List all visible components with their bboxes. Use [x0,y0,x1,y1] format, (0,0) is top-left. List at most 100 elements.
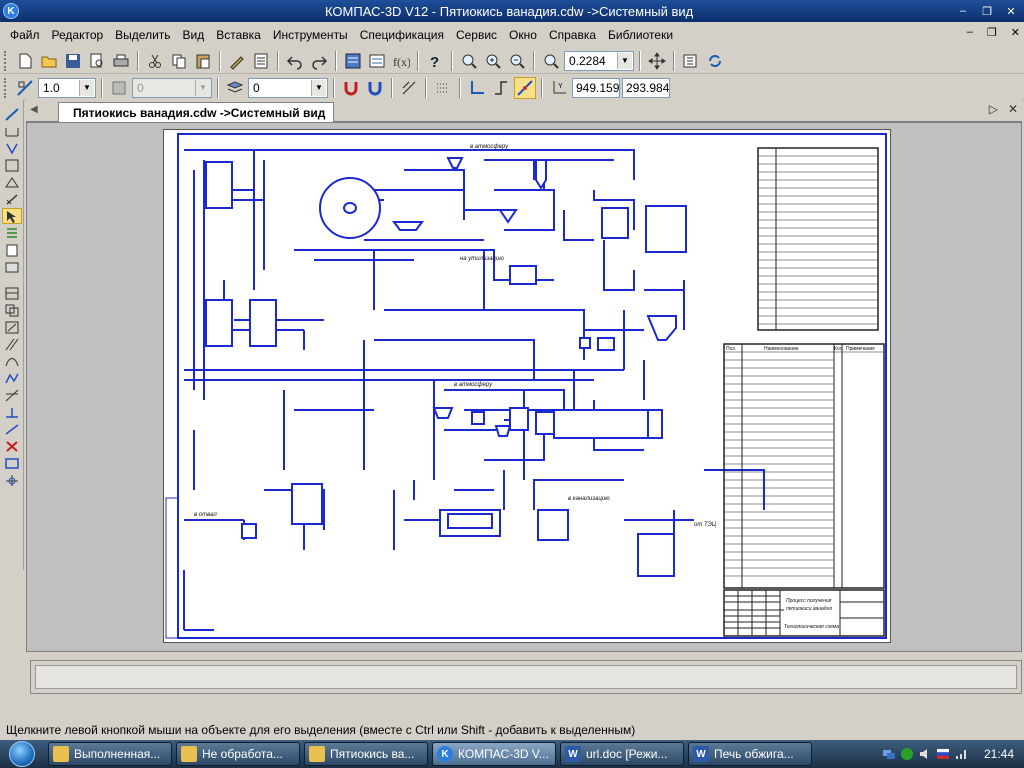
variables-icon[interactable] [366,50,388,72]
taskbar-item-folder-3[interactable]: Пятиокись ва... [304,742,428,766]
menu-insert[interactable]: Вставка [216,28,261,42]
menu-specification[interactable]: Спецификация [359,28,444,42]
view-icon[interactable] [2,285,22,301]
symbols-icon[interactable] [2,140,22,156]
edit-icon[interactable] [2,157,22,173]
toolbar-grip[interactable] [4,77,8,98]
ortho-icon[interactable] [398,77,420,99]
close-button[interactable]: ✕ [1006,5,1016,18]
new-document-button[interactable] [14,50,36,72]
update-icon[interactable] [900,747,914,761]
zoom-combo[interactable]: 0.2284▼ [564,50,634,71]
doc-restore-icon[interactable]: ❐ [986,27,997,39]
curve-icon[interactable] [2,353,22,369]
print-button[interactable] [110,50,132,72]
delete-icon[interactable] [2,438,22,454]
drawing-canvas[interactable]: в атмосферу на утилизацию в атмосферу в … [26,122,1022,652]
paste-icon[interactable] [192,50,214,72]
signal-icon[interactable] [954,747,968,761]
refresh-icon[interactable] [680,50,702,72]
minimize-button[interactable]: – [959,5,967,17]
taskbar-item-folder-2[interactable]: Не обработа... [176,742,300,766]
select-icon[interactable] [1,208,22,224]
extend-icon[interactable] [2,404,22,420]
tab-document[interactable]: Пятиокись ванадия.cdw ->Системный вид [58,102,335,122]
zoom-scale-icon[interactable] [540,50,562,72]
transform-icon[interactable] [2,472,22,488]
menu-view[interactable]: Вид [182,28,205,42]
save-button[interactable] [62,50,84,72]
spec-icon[interactable] [2,225,22,241]
fragment-icon[interactable] [2,319,22,335]
layers-icon[interactable] [224,77,246,99]
parametrization-icon[interactable] [2,174,22,190]
menu-window[interactable]: Окно [509,28,537,42]
zoom-out-icon[interactable] [506,50,528,72]
tab-scroll-right-icon[interactable]: ▷ [988,102,998,116]
grid-icon[interactable] [432,77,454,99]
menu-libraries[interactable]: Библиотеки [608,28,674,42]
ortho-mode-icon[interactable] [490,77,512,99]
kompas-logo-icon[interactable]: K [3,3,19,19]
zoom-window-icon[interactable] [458,50,480,72]
drawing-sheet[interactable]: в атмосферу на утилизацию в атмосферу в … [163,129,891,643]
open-button[interactable] [38,50,60,72]
network-icon[interactable] [882,747,896,761]
layer-combo[interactable]: 0▼ [248,77,328,98]
pan-icon[interactable] [646,50,668,72]
language-flag-icon[interactable] [936,747,950,761]
regenerate-icon[interactable] [704,50,726,72]
menu-edit[interactable]: Редактор [51,28,104,42]
break-icon[interactable] [2,421,22,437]
chevron-down-icon[interactable]: ▼ [617,52,632,69]
doc-minimize-icon[interactable]: – [966,26,973,38]
zoom-in-icon[interactable] [482,50,504,72]
coord-x-field[interactable]: 949.159 [572,77,620,98]
reports-icon[interactable] [2,242,22,258]
local-cs-icon[interactable] [466,77,488,99]
taskbar-item-folder-1[interactable]: Выполненная... [48,742,172,766]
trim-icon[interactable] [2,387,22,403]
layout-icon[interactable] [2,302,22,318]
menu-service[interactable]: Сервис [455,28,498,42]
volume-icon[interactable] [918,747,932,761]
measure-icon[interactable] [2,191,22,207]
manager-icon[interactable] [342,50,364,72]
doc-close-icon[interactable]: ✕ [1010,27,1020,39]
dimensions-icon[interactable] [2,123,22,139]
tab-scroll-left-icon[interactable]: ◀ [30,104,38,115]
tab-close-icon[interactable]: ✕ [1007,102,1018,116]
copy-icon[interactable] [168,50,190,72]
snaps-icon[interactable] [364,77,386,99]
restore-button[interactable]: ❐ [982,5,992,18]
layer-icon[interactable] [108,77,130,99]
undo-icon[interactable] [284,50,306,72]
magnet-icon[interactable] [340,77,362,99]
round-icon[interactable] [514,76,536,99]
chevron-down-icon[interactable]: ▼ [311,79,326,96]
print-preview-button[interactable] [86,50,108,72]
start-button[interactable] [0,740,44,768]
menu-tools[interactable]: Инструменты [272,28,348,42]
help-icon[interactable]: ? [424,50,446,72]
copy-properties-icon[interactable] [226,50,248,72]
clock[interactable]: 21:44 [983,747,1014,761]
cut-icon[interactable] [144,50,166,72]
hatch-icon[interactable] [2,336,22,352]
scale-tool-icon[interactable] [2,455,22,471]
geometry-icon[interactable] [2,106,22,122]
menu-file[interactable]: Файл [10,28,40,42]
coord-y-field[interactable]: 293.984 [622,77,670,98]
redo-icon[interactable] [308,50,330,72]
snap-icon[interactable] [14,77,36,99]
menu-select[interactable]: Выделить [115,28,171,42]
scale-combo[interactable]: 1.0▼ [38,77,96,98]
menu-help[interactable]: Справка [548,28,597,42]
function-icon[interactable]: f(x) [390,50,412,72]
properties-icon[interactable] [250,50,272,72]
chevron-down-icon[interactable]: ▼ [79,79,94,96]
elements-icon[interactable] [2,259,22,275]
